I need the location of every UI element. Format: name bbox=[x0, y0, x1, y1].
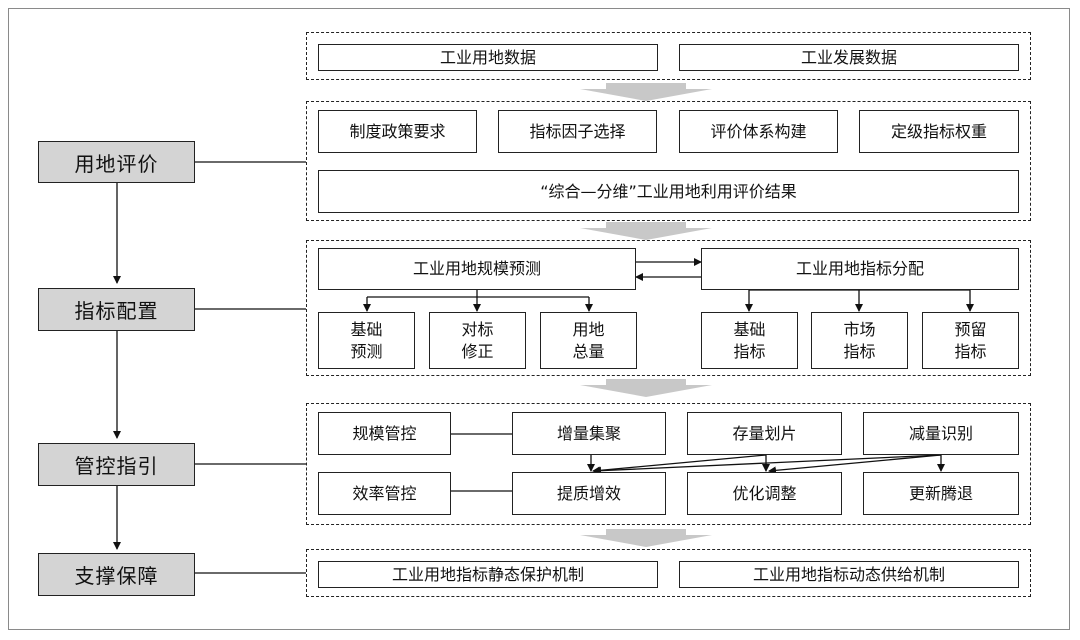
box-basic-quota: 基础 指标 bbox=[701, 312, 798, 369]
box-land-total: 用地 总量 bbox=[540, 312, 637, 369]
box-reduction-identification: 减量识别 bbox=[863, 412, 1019, 455]
box-land-quota-allocation: 工业用地指标分配 bbox=[701, 248, 1019, 290]
diagram-frame bbox=[8, 8, 1070, 630]
box-scale-control: 规模管控 bbox=[318, 412, 451, 455]
box-stock-zoning: 存量划片 bbox=[687, 412, 842, 455]
stage-land-evaluation: 用地评价 bbox=[38, 141, 195, 183]
flow-arrow-2 bbox=[580, 222, 712, 240]
box-market-quota: 市场 指标 bbox=[811, 312, 908, 369]
group-evaluation bbox=[306, 101, 1031, 221]
box-basic-forecast: 基础 预测 bbox=[318, 312, 415, 369]
box-evaluation-system: 评价体系构建 bbox=[679, 110, 838, 153]
box-increment-cluster: 增量集聚 bbox=[512, 412, 666, 455]
stage-quota-allocation: 指标配置 bbox=[38, 288, 195, 331]
box-static-protection: 工业用地指标静态保护机制 bbox=[318, 561, 658, 588]
flow-arrows bbox=[580, 83, 712, 547]
flow-arrow-1 bbox=[580, 83, 712, 101]
box-reserved-quota: 预留 指标 bbox=[922, 312, 1019, 369]
stage-support-guarantee: 支撑保障 bbox=[38, 553, 195, 596]
box-indicator-selection: 指标因子选择 bbox=[498, 110, 657, 153]
flow-arrow-3 bbox=[580, 379, 712, 397]
box-policy-requirements: 制度政策要求 bbox=[318, 110, 477, 153]
group-data-sources bbox=[306, 32, 1031, 80]
box-industrial-development-data: 工业发展数据 bbox=[679, 44, 1019, 71]
box-dynamic-supply: 工业用地指标动态供给机制 bbox=[679, 561, 1019, 588]
box-industrial-land-data: 工业用地数据 bbox=[318, 44, 658, 71]
box-grading-weights: 定级指标权重 bbox=[859, 110, 1019, 153]
box-quality-efficiency: 提质增效 bbox=[512, 472, 666, 515]
group-support-mechanisms bbox=[306, 549, 1031, 597]
stage-control-guidance: 管控指引 bbox=[38, 443, 195, 486]
flow-arrow-4 bbox=[580, 529, 712, 547]
box-optimization-adjustment: 优化调整 bbox=[687, 472, 842, 515]
box-efficiency-control: 效率管控 bbox=[318, 472, 451, 515]
group-quota-allocation bbox=[306, 240, 1031, 376]
box-benchmark-correction: 对标 修正 bbox=[429, 312, 526, 369]
box-renewal-relocation: 更新腾退 bbox=[863, 472, 1019, 515]
group-control-guidance bbox=[306, 403, 1031, 525]
box-evaluation-result: “综合—分维”工业用地利用评价结果 bbox=[318, 170, 1019, 213]
box-land-scale-forecast: 工业用地规模预测 bbox=[318, 248, 636, 290]
